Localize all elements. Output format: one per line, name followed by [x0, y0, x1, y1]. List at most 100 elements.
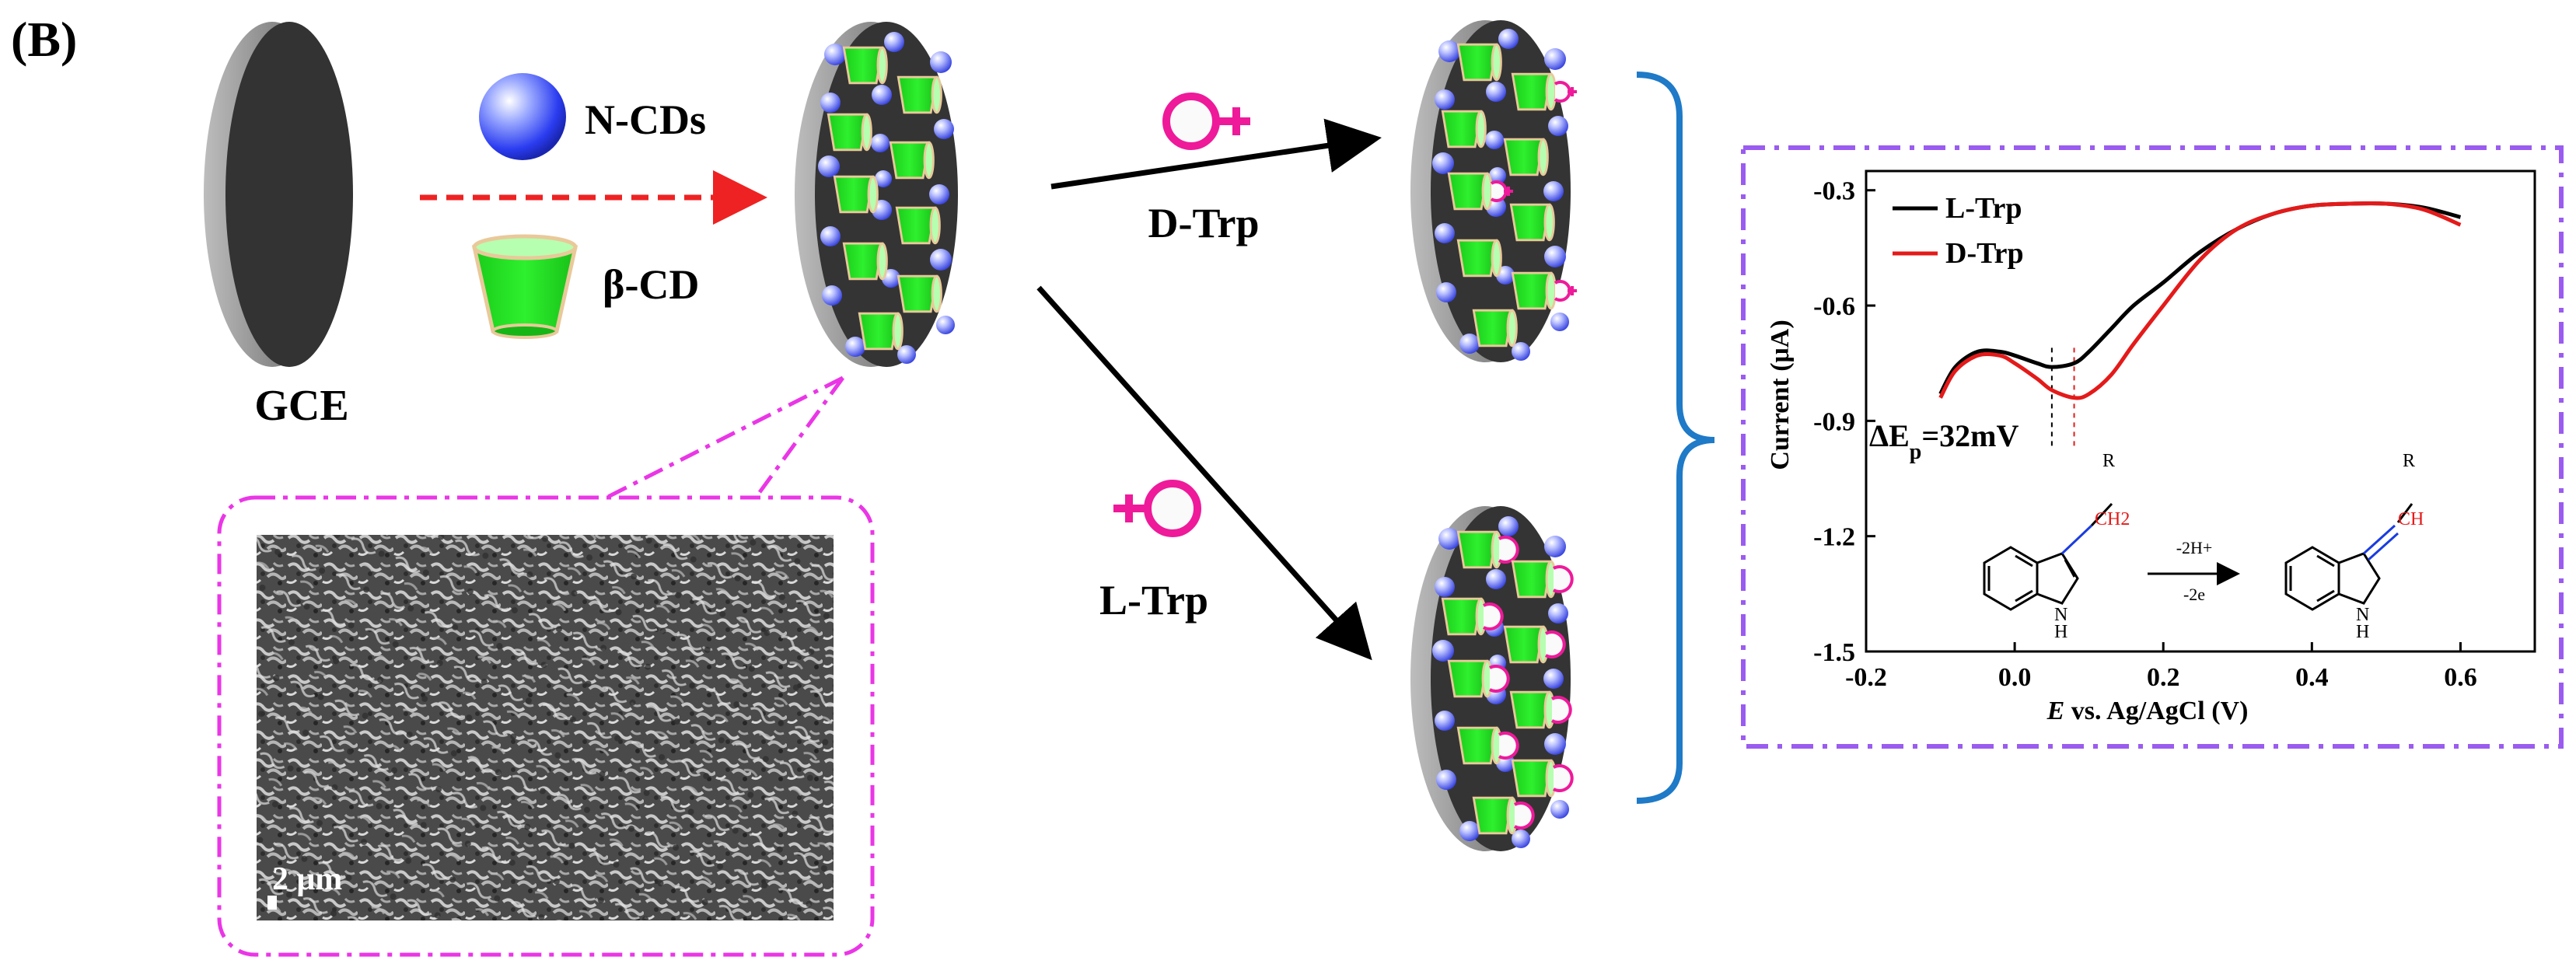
ncd-sphere	[1485, 131, 1504, 149]
y-tick-label: -0.3	[1813, 177, 1855, 206]
ncd-sphere	[1489, 167, 1506, 184]
ncd-sphere	[845, 337, 865, 357]
axis-ticks	[1865, 189, 2462, 653]
beta-cd-cup	[895, 206, 941, 245]
x-tick-label: 0.2	[2147, 663, 2180, 692]
ncd-sphere	[1543, 181, 1564, 201]
ncd-sphere	[1548, 116, 1568, 136]
beta-cd-cup	[897, 274, 942, 313]
ncd-sphere	[872, 85, 892, 105]
indole-left-benzene	[1983, 546, 2039, 611]
beta-cd-cup	[1503, 625, 1549, 664]
beta-cd-cup	[833, 175, 879, 214]
ncd-sphere	[1543, 669, 1564, 689]
bound-l-trp	[1545, 630, 1566, 658]
nh-right-n: N	[2356, 605, 2369, 625]
ncd-sphere	[1550, 313, 1569, 331]
ncd-sphere	[820, 93, 841, 113]
x-tick-label: 0.4	[2295, 663, 2329, 692]
y-axis-label: Current (μA)	[1766, 320, 1795, 470]
cv-inset-border	[1741, 145, 2564, 749]
series-lines	[1938, 201, 2462, 400]
beta-cd-cup	[1447, 172, 1493, 211]
bound-l-trp	[1514, 802, 1535, 830]
ch2-group: CH2	[2095, 509, 2130, 529]
ncd-sphere	[936, 316, 955, 334]
beta-cd-cup	[1509, 690, 1555, 729]
beta-cd-cup	[842, 242, 888, 281]
ncd-sphere	[1436, 282, 1456, 302]
indole-right	[2284, 503, 2413, 611]
ncd-sphere	[930, 249, 952, 271]
r-group-right: R	[2403, 451, 2415, 471]
reaction-scheme	[1983, 502, 2113, 611]
bound-l-trp	[1498, 732, 1519, 760]
ncd-sphere	[1432, 152, 1454, 174]
ncd-sphere	[875, 170, 892, 187]
arrow-to-d-trp	[1050, 118, 1382, 190]
x-tick-label: 0.0	[1998, 663, 2032, 692]
bound-l-trp	[1498, 536, 1519, 564]
series-line-d-trp	[1938, 201, 2462, 400]
beta-cd-cup	[1503, 138, 1549, 176]
ncd-sphere	[1544, 48, 1566, 70]
x-axis-label: E vs. Ag/AgCl (V)	[2046, 697, 2249, 725]
beta-cd-cup	[1511, 759, 1557, 798]
ncd-sphere	[1512, 830, 1530, 848]
reaction-step-top: -2H+	[2176, 538, 2213, 557]
beta-cd-cup	[897, 75, 942, 114]
beta-cd-cup	[1447, 659, 1493, 698]
ncd-sphere	[1432, 640, 1454, 662]
ncd-sphere	[897, 345, 916, 364]
sem-image	[257, 535, 834, 920]
grouping-bracket	[1636, 72, 1715, 804]
beta-cd-cup	[1456, 530, 1502, 569]
gce-label: GCE	[254, 382, 348, 430]
panel-label: (B)	[11, 12, 77, 67]
sem-connector-right	[753, 376, 845, 499]
bound-l-trp	[1553, 565, 1574, 593]
beta-cd-cup	[1456, 43, 1502, 82]
ncd-sphere	[1544, 733, 1566, 755]
bound-l-trp	[1553, 764, 1574, 792]
scale-bar-label: 2 μm	[272, 861, 342, 897]
ncd-sphere	[1486, 82, 1506, 102]
ncd-sphere	[1498, 29, 1519, 49]
ncd-sphere	[1486, 569, 1506, 589]
ncd-sphere	[1550, 800, 1569, 819]
ncd-sphere	[1436, 770, 1456, 790]
d-trp-label: D-Trp	[1148, 200, 1260, 246]
l-trp-molecule-icon	[1113, 480, 1201, 537]
beta-cd-cup	[1511, 560, 1557, 599]
ncd-sphere	[1512, 342, 1530, 361]
ncd-sphere	[1548, 603, 1568, 623]
ncd-sphere	[930, 51, 952, 73]
ncd-sphere	[884, 32, 904, 52]
bound-d-trp	[1554, 81, 1571, 103]
beta-cd-cup	[1456, 239, 1502, 278]
beta-cd-cup	[1456, 726, 1502, 765]
beta-cd-cup	[827, 113, 872, 152]
y-tick-label: -1.2	[1813, 523, 1855, 552]
ncd-sphere	[818, 155, 840, 177]
beta-cd-cup	[1472, 796, 1518, 835]
beta-cd-cup	[1511, 72, 1557, 111]
nh-right-h: H	[2356, 622, 2369, 642]
sem-connector-left	[605, 375, 844, 500]
bound-l-trp	[1483, 603, 1504, 630]
ncd-sphere	[1459, 334, 1480, 354]
ncd-sphere	[871, 134, 890, 152]
ncd-sphere	[1438, 528, 1460, 550]
beta-cd-cup	[1509, 203, 1555, 242]
chart-legend: L-Trp D-Trp	[1893, 192, 2024, 270]
beta-cd-cup	[1472, 309, 1518, 348]
bare-gce-electrode	[204, 22, 353, 367]
bound-d-trp	[1554, 280, 1571, 302]
legend-label-l-trp: L-Trp	[1945, 192, 2022, 225]
bound-l-trp	[1551, 696, 1572, 724]
x-tick-label: -0.2	[1845, 663, 1887, 692]
ncd-sphere-icon	[479, 73, 566, 160]
